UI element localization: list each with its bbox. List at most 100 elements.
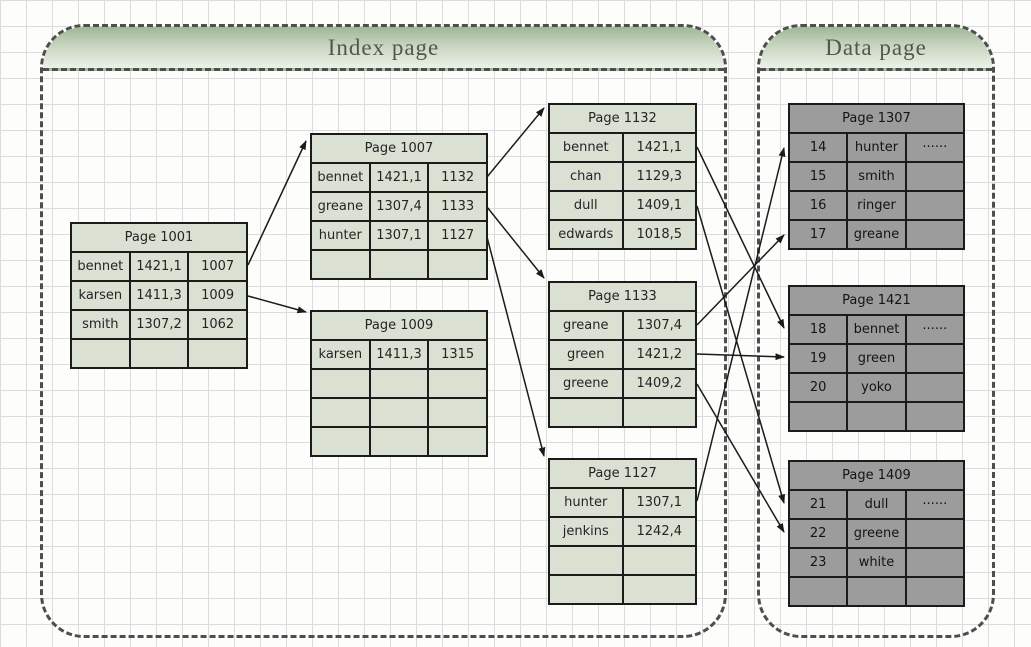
- table-cell: jenkins: [548, 516, 624, 547]
- table-title: Page 1127: [548, 458, 697, 489]
- table-cell: [904, 343, 966, 374]
- table-cell: greane: [548, 310, 624, 341]
- table-cell: 1307,2: [128, 309, 190, 340]
- table-cell: [787, 576, 849, 607]
- table-title: Page 1007: [310, 133, 488, 164]
- table-cell: karsen: [310, 339, 371, 370]
- table-cell: bennet: [310, 162, 371, 193]
- table-title: Page 1409: [788, 460, 965, 491]
- table-cell: smith: [846, 161, 907, 192]
- table-cell: [548, 545, 624, 576]
- index-page-header: Index page: [43, 27, 724, 71]
- data-page-header: Data page: [760, 27, 992, 71]
- table-cell: [621, 574, 697, 605]
- table-cell: 1307,4: [368, 191, 430, 222]
- table-cell: 1421,1: [128, 251, 190, 282]
- table-cell: 1411,3: [368, 339, 430, 370]
- table-cell: 1129,3: [621, 161, 697, 192]
- table-cell: 1421,1: [621, 132, 697, 163]
- table-cell: [846, 576, 907, 607]
- table-cell: [427, 249, 488, 280]
- table-cell: [904, 401, 966, 432]
- table-cell: [128, 338, 190, 369]
- table-cell: 1018,5: [621, 219, 697, 250]
- table-cell: [70, 338, 131, 369]
- table-cell: 16: [787, 190, 849, 221]
- table-cell: 22: [787, 518, 849, 549]
- table-title: Page 1001: [70, 222, 248, 253]
- table-cell: hunter: [310, 220, 371, 251]
- table-cell: ······: [904, 489, 966, 520]
- table-cell: 1133: [427, 191, 488, 222]
- table-cell: 1009: [187, 280, 248, 311]
- table-title: Page 1421: [788, 285, 965, 316]
- table-cell: [548, 574, 624, 605]
- table-title: Page 1133: [548, 281, 697, 312]
- table-cell: green: [846, 343, 907, 374]
- table-cell: 1307,1: [621, 487, 697, 518]
- table-cell: [427, 368, 488, 399]
- table-cell: [904, 518, 966, 549]
- table-cell: edwards: [548, 219, 624, 250]
- table-cell: [904, 372, 966, 403]
- table-cell: 1315: [427, 339, 488, 370]
- table-cell: greane: [310, 191, 371, 222]
- table-cell: 15: [787, 161, 849, 192]
- table-cell: chan: [548, 161, 624, 192]
- table-cell: 1421,2: [621, 339, 697, 370]
- table-cell: ······: [904, 314, 966, 345]
- table-cell: [904, 219, 966, 250]
- table-cell: 19: [787, 343, 849, 374]
- table-cell: karsen: [70, 280, 131, 311]
- table-cell: hunter: [846, 132, 907, 163]
- index-page-title: Index page: [327, 34, 440, 60]
- table-title: Page 1009: [310, 310, 488, 341]
- table-cell: [310, 249, 371, 280]
- table-cell: smith: [70, 309, 131, 340]
- table-cell: hunter: [548, 487, 624, 518]
- table-cell: [904, 576, 966, 607]
- table-cell: green: [548, 339, 624, 370]
- table-cell: [187, 338, 248, 369]
- data-page-title: Data page: [825, 34, 927, 60]
- table-title: Page 1307: [788, 103, 965, 134]
- table-cell: 1132: [427, 162, 488, 193]
- table-cell: bennet: [70, 251, 131, 282]
- table-cell: [621, 545, 697, 576]
- table-cell: [904, 547, 966, 578]
- table-cell: [310, 397, 371, 428]
- table-cell: [548, 397, 624, 428]
- table-cell: [427, 426, 488, 457]
- table-cell: greene: [846, 518, 907, 549]
- table-cell: 1409,2: [621, 368, 697, 399]
- table-cell: greane: [846, 219, 907, 250]
- table-cell: 18: [787, 314, 849, 345]
- table-cell: [310, 426, 371, 457]
- table-cell: [427, 397, 488, 428]
- table-cell: 1127: [427, 220, 488, 251]
- table-cell: [368, 397, 430, 428]
- table-title: Page 1132: [548, 103, 697, 134]
- table-cell: [846, 401, 907, 432]
- table-cell: [904, 161, 966, 192]
- table-cell: dull: [548, 190, 624, 221]
- table-cell: 1007: [187, 251, 248, 282]
- table-cell: [904, 190, 966, 221]
- table-cell: bennet: [548, 132, 624, 163]
- table-cell: ······: [904, 132, 966, 163]
- table-cell: 1062: [187, 309, 248, 340]
- table-cell: [368, 249, 430, 280]
- table-cell: white: [846, 547, 907, 578]
- table-cell: 20: [787, 372, 849, 403]
- table-cell: [621, 397, 697, 428]
- table-cell: 1421,1: [368, 162, 430, 193]
- table-cell: 1409,1: [621, 190, 697, 221]
